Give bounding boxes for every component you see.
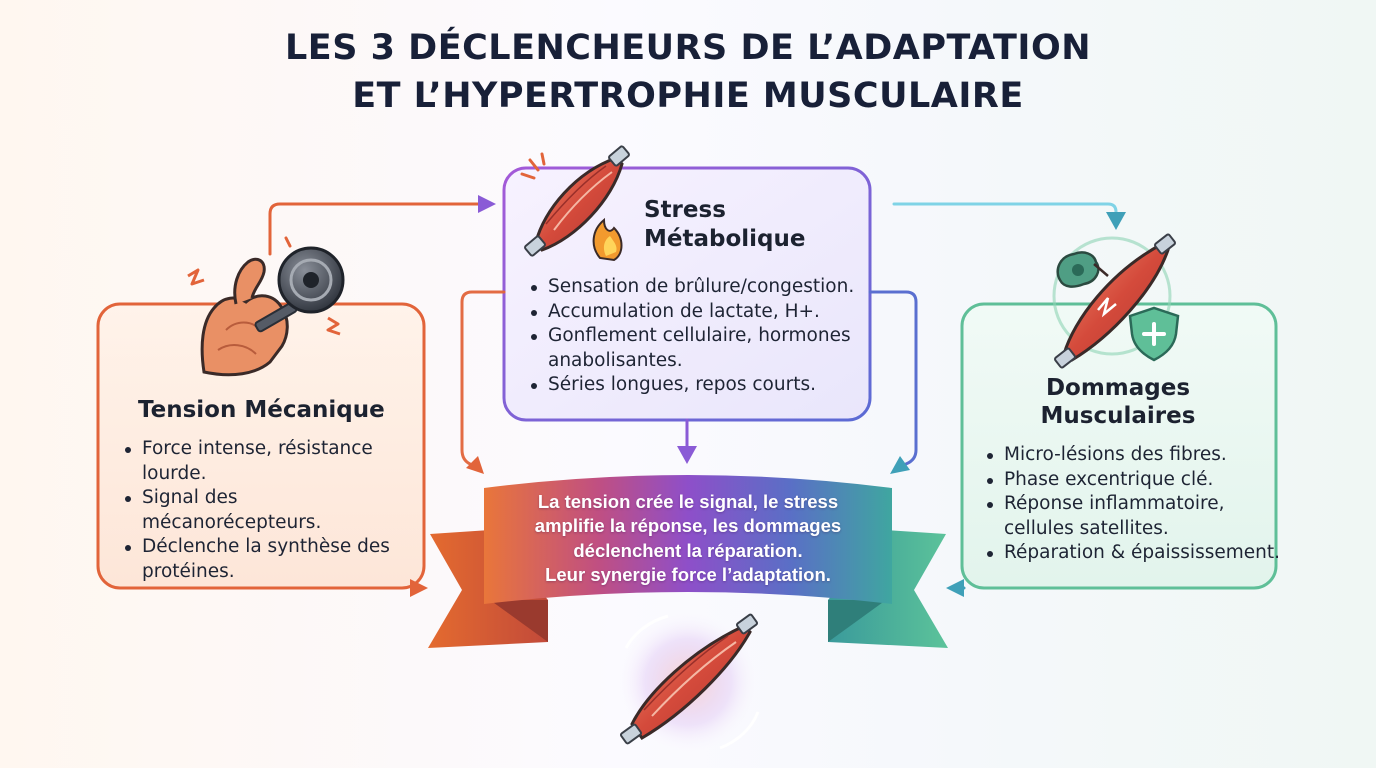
banner-tail-right-fold — [828, 600, 886, 642]
list-item: Gonflement cellulaire, hormones anabolis… — [528, 324, 868, 373]
banner-line-2: amplifie la réponse, les dommages — [534, 515, 842, 537]
banner-line-4: Leur synergie force l’adaptation. — [545, 563, 831, 585]
arrowhead-stress-right — [890, 456, 910, 474]
banner-body — [484, 475, 892, 604]
list-item: Déclenche la synthèse des protéines. — [122, 535, 412, 584]
muscle-fire-icon — [520, 145, 630, 262]
damaged-muscle-shield-icon — [1052, 233, 1180, 369]
list-item: Signal des mécanorécepteurs. — [122, 486, 412, 535]
page-title: LES 3 DÉCLENCHEURS DE L’ADAPTATION ET L’… — [0, 24, 1376, 120]
stress-heading-line-2: Métabolique — [644, 226, 806, 252]
arrow-stress-left — [460, 290, 506, 466]
tension-heading: Tension Mécanique — [138, 397, 385, 423]
list-item: Force intense, résistance lourde. — [122, 437, 412, 486]
glowing-muscle-icon — [616, 610, 760, 754]
dommages-heading: Dommages Musculaires — [1000, 374, 1236, 430]
synergy-banner — [428, 475, 948, 648]
dommages-heading-line-1: Dommages — [1045, 375, 1191, 401]
stress-heading: Stress Métabolique — [644, 196, 844, 254]
banner-line-1: La tension crée le signal, le stress — [537, 491, 839, 512]
arrowhead-stress-left — [466, 456, 484, 474]
tension-list: Force intense, résistance lourde. Signal… — [122, 437, 412, 584]
title-line-2: ET L’HYPERTROPHIE MUSCULAIRE — [352, 76, 1024, 116]
arrowhead-tension-to-stress — [478, 195, 496, 213]
dommages-heading-line-2: Musculaires — [1040, 403, 1196, 429]
banner-text: La tension crée le signal, le stress amp… — [496, 490, 880, 587]
arrowhead-stress-down — [677, 446, 697, 464]
list-item: Phase excentrique clé. — [984, 468, 1284, 493]
arrowhead-dommages-to-banner — [946, 579, 964, 597]
arrow-stress-right — [868, 290, 918, 466]
list-item: Accumulation de lactate, H+. — [528, 300, 868, 325]
dommages-list: Micro-lésions des fibres. Phase excentri… — [984, 443, 1284, 566]
stress-list: Sensation de brûlure/congestion. Accumul… — [528, 275, 868, 398]
connector-arrows — [268, 195, 1126, 597]
stress-heading-line-1: Stress — [644, 197, 726, 223]
banner-line-3: déclenchent la réparation. — [573, 539, 803, 561]
list-item: Réparation & épaississement. — [984, 541, 1284, 566]
list-item: Sensation de brûlure/congestion. — [528, 275, 868, 300]
title-line-1: LES 3 DÉCLENCHEURS DE L’ADAPTATION — [285, 28, 1091, 68]
flexed-arm-dumbbell-icon — [187, 236, 345, 377]
list-item: Micro-lésions des fibres. — [984, 443, 1284, 468]
banner-tail-left-fold — [490, 600, 548, 642]
arrow-stress-to-dommages — [892, 202, 1118, 216]
list-item: Réponse inflammatoire, cellules satellit… — [984, 492, 1284, 541]
arrow-tension-to-stress — [268, 202, 484, 256]
arrowhead-tension-to-banner — [410, 579, 428, 597]
arrowhead-stress-to-dommages — [1106, 212, 1126, 230]
list-item: Séries longues, repos courts. — [528, 373, 868, 398]
